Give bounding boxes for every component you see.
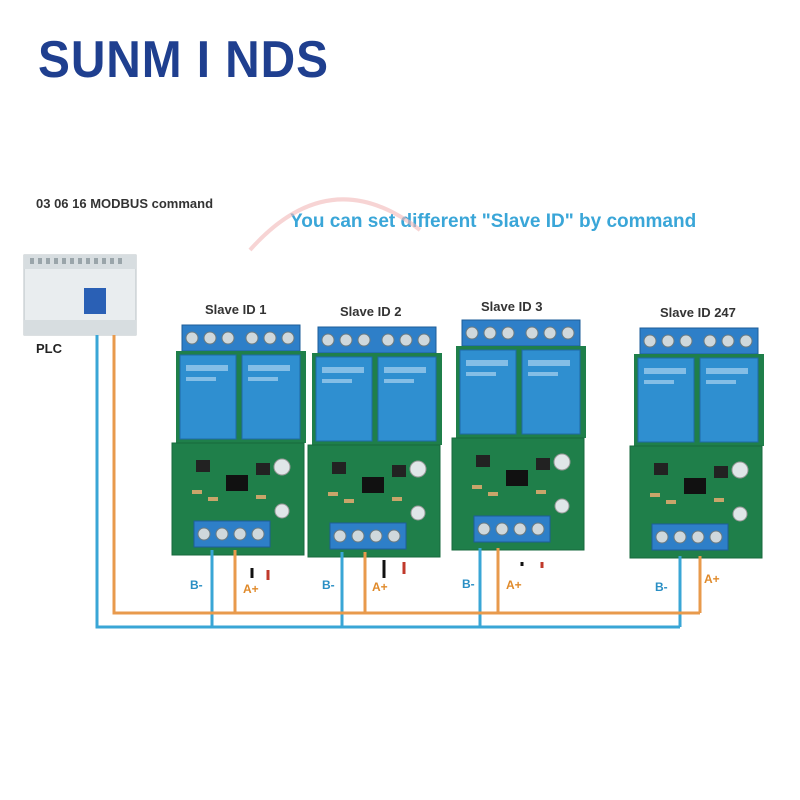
command-caption: 03 06 16 MODBUS command <box>36 196 214 211</box>
slave-label-2: Slave ID 2 <box>340 304 402 319</box>
b-minus-label-2: B- <box>322 578 335 592</box>
a-plus-label-1: A+ <box>243 582 259 596</box>
plc-device <box>23 254 137 336</box>
a-plus-label-247: A+ <box>704 572 720 586</box>
b-minus-label-3: B- <box>462 577 475 591</box>
relay-board-247 <box>629 327 765 559</box>
plc-label: PLC <box>36 341 62 356</box>
watermark-swoosh <box>248 197 422 252</box>
relay-board-2 <box>307 326 443 558</box>
slave-label-1: Slave ID 1 <box>205 302 267 317</box>
relay-board-3 <box>451 319 587 551</box>
headline: You can set different "Slave ID" by comm… <box>290 211 697 232</box>
a-plus-label-3: A+ <box>506 578 522 592</box>
bus-a-plus <box>112 335 702 615</box>
relay-board-1 <box>171 324 307 556</box>
b-minus-label-1: B- <box>190 578 203 592</box>
slave-label-247: Slave ID 247 <box>660 305 736 320</box>
power-wires <box>250 560 544 580</box>
b-minus-label-247: B- <box>655 580 668 594</box>
a-plus-label-2: A+ <box>372 580 388 594</box>
slave-label-3: Slave ID 3 <box>481 299 543 314</box>
brand-logo: SUNM I NDS <box>38 31 329 89</box>
